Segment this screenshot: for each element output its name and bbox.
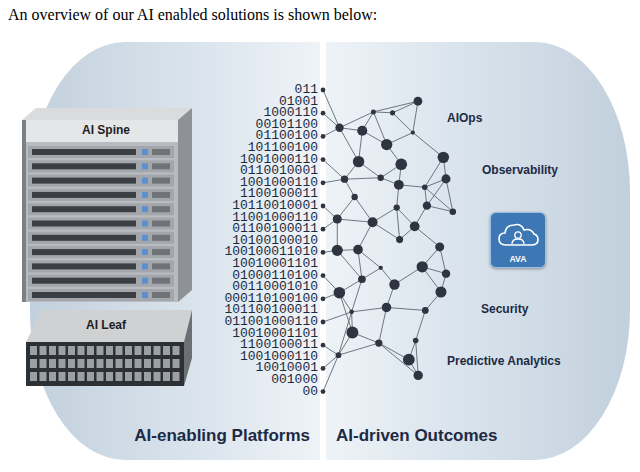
binary-digits: 10010001101 bbox=[232, 258, 318, 270]
binary-digits: 011001000110 bbox=[224, 316, 318, 328]
binary-digits: 001000 bbox=[271, 374, 318, 386]
binary-digits: 1001000110 bbox=[240, 154, 318, 166]
icon-label: AVA bbox=[491, 254, 545, 264]
binary-digits: 10110010001 bbox=[232, 200, 318, 212]
binary-digits: 1100100011 bbox=[240, 188, 318, 200]
binary-digits: 000110100100 bbox=[224, 293, 318, 305]
binary-digits: 10010001101 bbox=[232, 328, 318, 340]
binary-digits: 011 bbox=[295, 84, 318, 96]
neural-network bbox=[321, 88, 456, 394]
outcomes-panel: AI-driven Outcomes AVA bbox=[326, 42, 630, 460]
binary-digits: 101100100 bbox=[248, 142, 318, 154]
panel-title: AI-enabling Platforms bbox=[134, 426, 310, 446]
binary-digits: 01000110100 bbox=[232, 270, 318, 282]
ava-icon-box: AVA bbox=[490, 212, 546, 268]
binary-digits: 10010001 bbox=[256, 362, 318, 374]
outcome-label: Security bbox=[481, 302, 528, 316]
binary-digits: 01100100 bbox=[256, 130, 318, 142]
outcome-label: Observability bbox=[482, 163, 558, 177]
binary-digits: 101100100011 bbox=[224, 304, 318, 316]
binary-digits: 0110010001 bbox=[240, 165, 318, 177]
binary-digits: 10100100010 bbox=[232, 235, 318, 247]
binary-digits: 00 bbox=[302, 386, 318, 398]
leaf-switch bbox=[26, 310, 192, 386]
binary-digits: 1000110 bbox=[263, 107, 318, 119]
page-title: An overview of our AI enabled solutions … bbox=[8, 6, 377, 24]
binary-digits: 1001000110 bbox=[240, 351, 318, 363]
spine-chassis bbox=[22, 108, 192, 302]
panel-title: AI-driven Outcomes bbox=[336, 426, 498, 446]
binary-digits: 100100011010 bbox=[224, 246, 318, 258]
binary-digits: 00110001010 bbox=[232, 281, 318, 293]
binary-digits: 01001 bbox=[279, 96, 318, 108]
cloud-icon bbox=[491, 215, 545, 255]
binary-digits: 01100100011 bbox=[232, 223, 318, 235]
binary-digits: 11001000110 bbox=[232, 212, 318, 224]
binary-digits: 1001000110 bbox=[240, 177, 318, 189]
outcome-label: Predictive Analytics bbox=[447, 354, 561, 368]
part-label: AI Leaf bbox=[86, 318, 126, 332]
outcome-label: AIOps bbox=[447, 111, 482, 125]
part-label: AI Spine bbox=[82, 123, 130, 137]
binary-digits: 00101100 bbox=[256, 119, 318, 131]
binary-digits: 1100100011 bbox=[240, 339, 318, 351]
